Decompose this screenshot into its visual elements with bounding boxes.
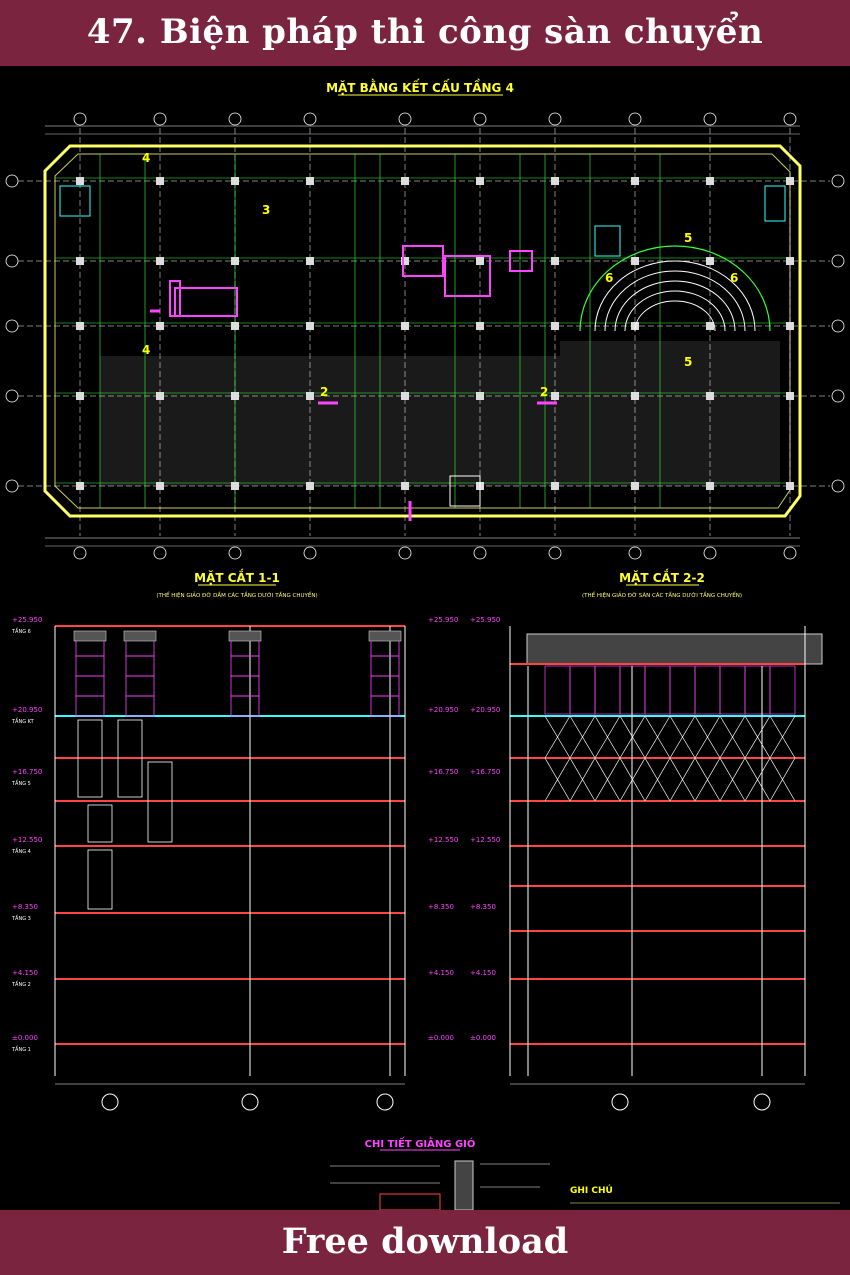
svg-text:TẦNG 5: TẦNG 5 [11,779,31,787]
svg-text:+25.950: +25.950 [428,616,458,624]
marker-6-left: 6 [605,271,613,285]
floor-plan: MẶT BẰNG KẾT CẤU TẦNG 4 [5,78,845,560]
download-banner[interactable]: Free download [0,1210,850,1275]
marker-3: 3 [262,203,270,217]
svg-text:TẦNG 6: TẦNG 6 [11,627,31,635]
marker-4-bottom: 4 [142,343,150,357]
section1-subtitle: (THỂ HIỆN GIẢO ĐỠ DẦM CÁC TẦNG DƯỚI TẦNG… [156,591,317,599]
marker-6-right: 6 [730,271,738,285]
svg-text:+25.950: +25.950 [470,616,500,624]
svg-text:+8.350: +8.350 [428,903,454,911]
svg-text:±0.000: ±0.000 [428,1034,454,1042]
svg-text:+20.950: +20.950 [12,706,42,714]
svg-text:TẦNG 4: TẦNG 4 [11,847,31,855]
svg-text:+12.550: +12.550 [428,836,458,844]
svg-text:+12.550: +12.550 [12,836,42,844]
svg-text:TẦNG 2: TẦNG 2 [11,980,31,988]
marker-2-left: 2 [320,385,328,399]
marker-2-right: 2 [540,385,548,399]
svg-text:+4.150: +4.150 [470,969,496,977]
cad-drawing: MẶT BẰNG KẾT CẤU TẦNG 4 [0,66,850,1210]
svg-text:+8.350: +8.350 [470,903,496,911]
marker-5-bottom: 5 [684,355,692,369]
svg-text:TẦNG 3: TẦNG 3 [11,914,31,922]
svg-text:+16.750: +16.750 [428,768,458,776]
marker-4-top: 4 [142,151,150,165]
svg-text:TẦNG KT: TẦNG KT [11,717,35,725]
section2-title: MẶT CẮT 2-2 [619,569,705,585]
detail-section: CHI TIẾT GIẰNG GIÓ GHI CHÚ [330,1135,840,1210]
svg-text:+12.550: +12.550 [470,836,500,844]
notes-title: GHI CHÚ [570,1184,613,1196]
svg-text:±0.000: ±0.000 [470,1034,496,1042]
svg-text:+16.750: +16.750 [470,768,500,776]
marker-5-top: 5 [684,231,692,245]
plan-title: MẶT BẰNG KẾT CẤU TẦNG 4 [326,78,514,95]
section2-subtitle: (THỂ HIỆN GIẢO ĐỠ SÀN CÁC TẦNG DƯỚI TẦNG… [582,591,742,599]
detail-title: CHI TIẾT GIẰNG GIÓ [365,1135,476,1150]
title-banner: 47. Biện pháp thi công sàn chuyển [0,0,850,66]
svg-text:±0.000: ±0.000 [12,1034,38,1042]
svg-text:+25.950: +25.950 [12,616,42,624]
section-2-2: MẶT CẮT 2-2 (THỂ HIỆN GIẢO ĐỠ SÀN CÁC TẦ… [470,569,823,1111]
section1-title: MẶT CẮT 1-1 [194,569,280,585]
svg-text:+20.950: +20.950 [428,706,458,714]
section-1-1: MẶT CẮT 1-1 (THỂ HIỆN GIẢO ĐỠ DẦM CÁC TẦ… [11,569,458,1111]
svg-text:+8.350: +8.350 [12,903,38,911]
svg-text:+16.750: +16.750 [12,768,42,776]
svg-text:+20.950: +20.950 [470,706,500,714]
svg-text:TẦNG 1: TẦNG 1 [11,1045,31,1053]
svg-text:+4.150: +4.150 [12,969,38,977]
svg-text:+4.150: +4.150 [428,969,454,977]
